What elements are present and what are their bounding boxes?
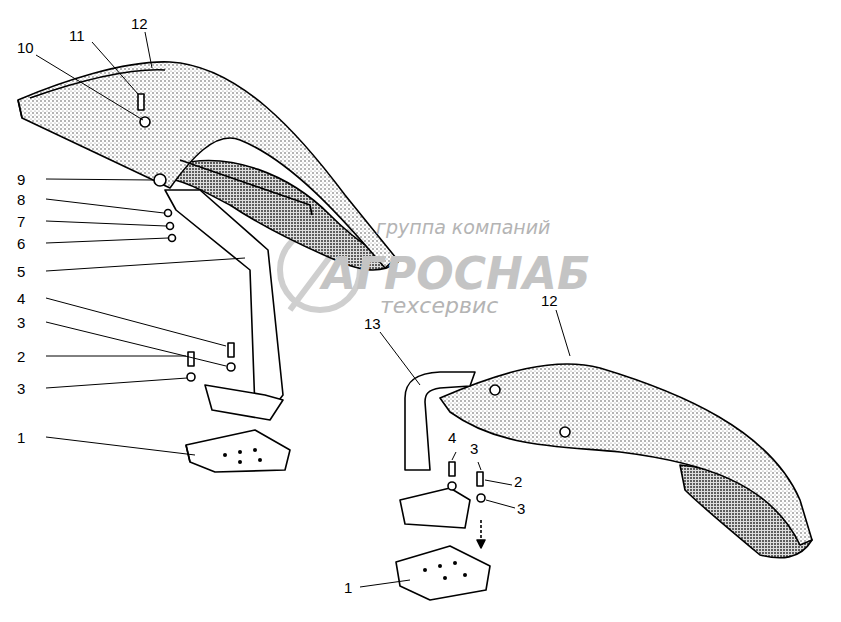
watermark-text: группа компаний <box>376 218 550 237</box>
callout-number: 3 <box>17 381 25 396</box>
callout-number: 5 <box>17 264 25 279</box>
watermark-text: техсервис <box>380 295 498 317</box>
watermark-text: АГРОСНАБ <box>322 252 590 296</box>
callout-number: 13 <box>364 316 381 331</box>
callout-number: 3 <box>470 441 478 456</box>
callout-number: 11 <box>69 28 85 43</box>
callout-number: 3 <box>17 315 25 330</box>
callout-number: 2 <box>17 349 25 364</box>
callout-number: 6 <box>17 236 25 251</box>
callout-number: 1 <box>17 430 25 445</box>
callout-number: 1 <box>344 580 352 595</box>
callout-number: 7 <box>17 214 25 229</box>
callout-number: 12 <box>131 16 148 31</box>
callout-number: 4 <box>17 291 25 306</box>
callout-number: 2 <box>514 474 522 489</box>
callout-number: 3 <box>517 501 525 516</box>
callout-number: 9 <box>17 172 25 187</box>
callout-number: 10 <box>17 40 34 55</box>
callout-number: 4 <box>448 430 456 445</box>
callout-number: 8 <box>17 192 25 207</box>
